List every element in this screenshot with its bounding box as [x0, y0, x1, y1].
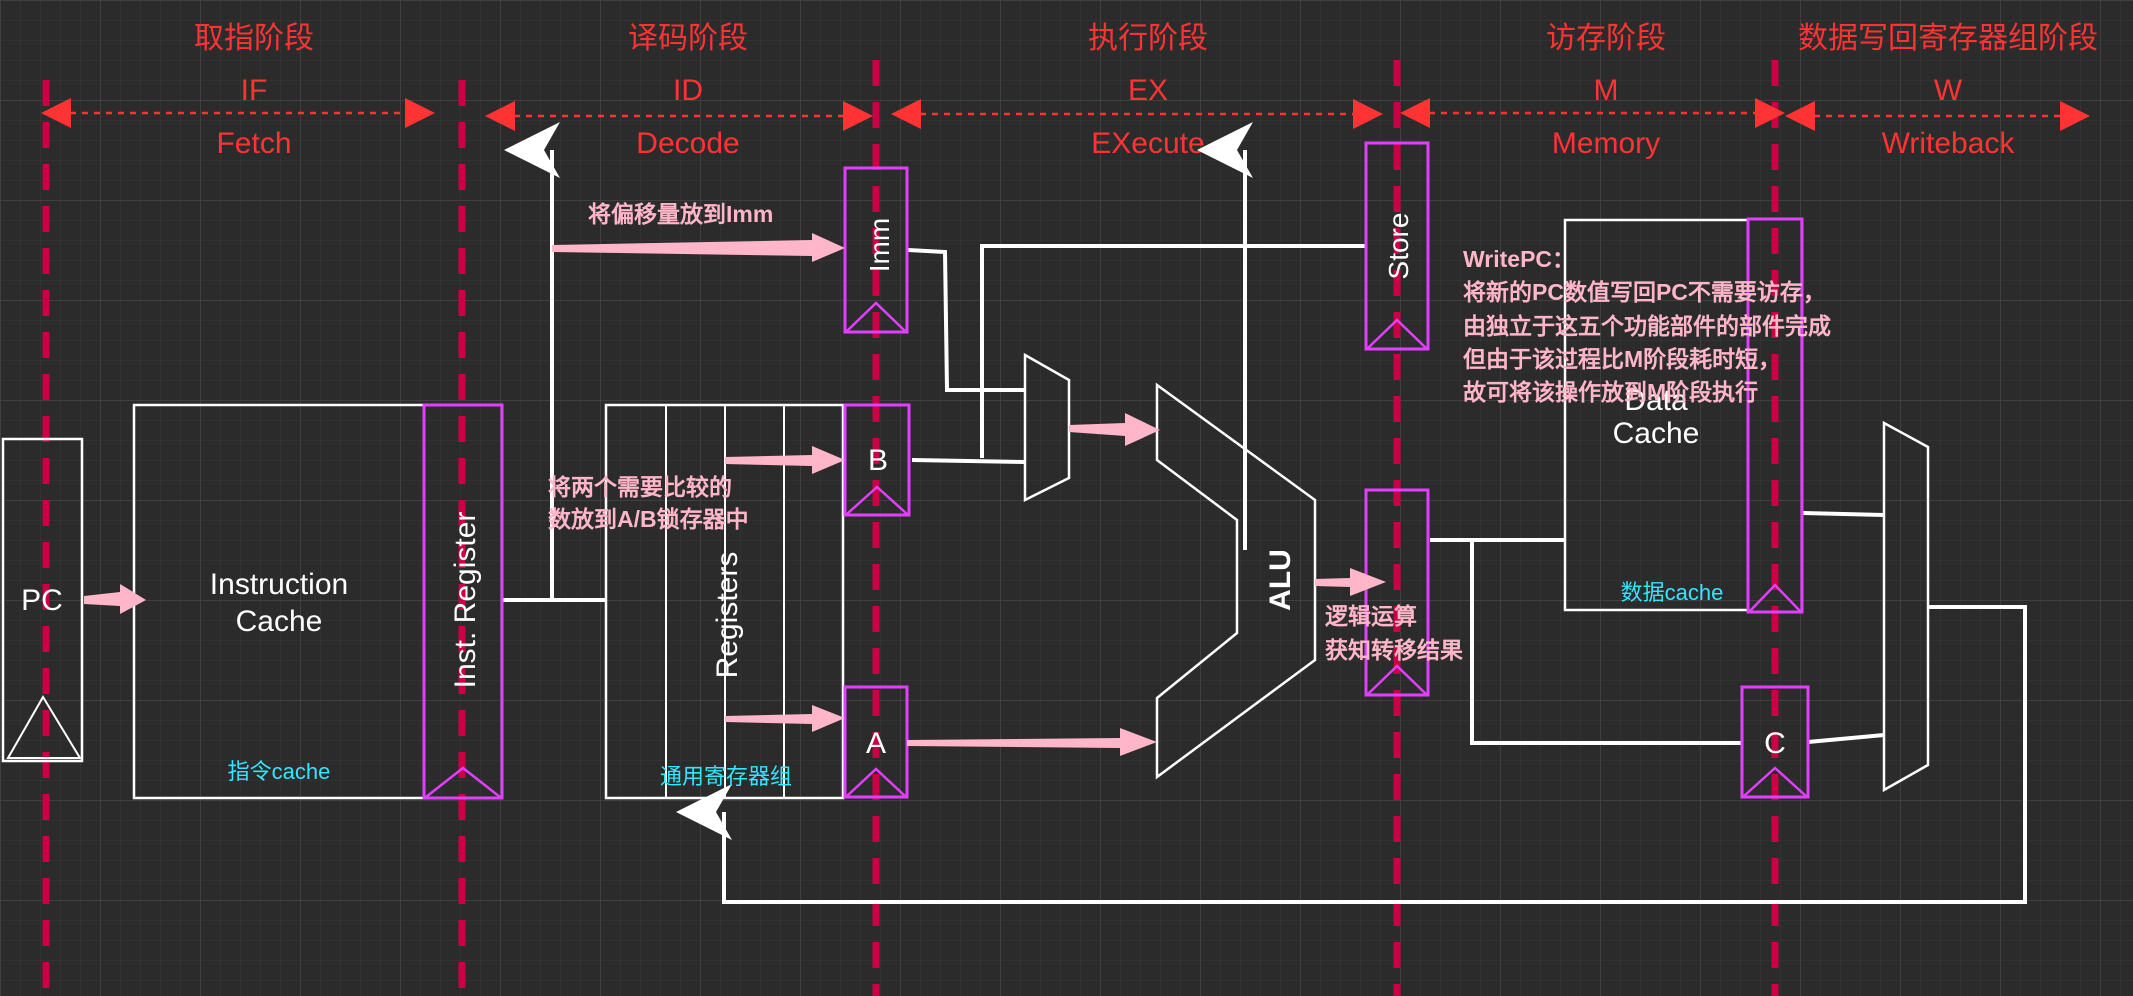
- pc-label: PC: [21, 584, 63, 617]
- icache-note: 指令cache: [228, 759, 331, 784]
- stage-if-abbr: IF: [241, 74, 268, 107]
- icache-label-line1: Instruction: [210, 568, 348, 601]
- stage-w-cn: 数据写回寄存器组阶段: [1798, 22, 2098, 55]
- flow-arrows: [84, 233, 1386, 756]
- stage-m-abbr: M: [1594, 74, 1619, 107]
- dcache-note: 数据cache: [1621, 580, 1724, 605]
- ir-label: Inst. Register: [449, 512, 482, 689]
- stage-span-arrows: [41, 98, 2090, 131]
- wire-latch-to-c: [1470, 540, 1742, 745]
- stage-labels: 取指阶段 IF Fetch 译码阶段 ID Decode 执行阶段 EX EXe…: [194, 22, 2098, 160]
- wire-dcache-to-wbmux: [1802, 511, 1885, 517]
- data-cache: Data Cache 数据cache: [1563, 218, 1750, 612]
- arrow-to-imm: [552, 233, 845, 262]
- writepc-line1: WritePC：: [1463, 246, 1575, 272]
- stage-w-abbr: W: [1934, 74, 1963, 107]
- ir-clock-triangle: [425, 766, 501, 798]
- arrow-to-a: [725, 705, 845, 732]
- icache-label-line2: Cache: [236, 605, 323, 638]
- wire-store-to-mux: [980, 244, 1366, 458]
- wire-c-to-wbmux: [1807, 733, 1885, 744]
- alu-label: ALU: [1264, 549, 1297, 611]
- registers-note: 通用寄存器组: [660, 764, 792, 789]
- alu-note-line2: 获知转移结果: [1325, 637, 1463, 663]
- stage-m-cn: 访存阶段: [1546, 22, 1666, 55]
- arrow-to-b: [725, 446, 845, 474]
- dcache-label-line2: Cache: [1613, 417, 1700, 450]
- stage-ex-en: EXecute: [1091, 127, 1204, 160]
- imm-label: Imm: [864, 218, 895, 272]
- alu: ALU: [1155, 382, 1317, 780]
- wire-b-to-mux: [911, 458, 1026, 464]
- writepc-line2: 将新的PC数值写回PC不需要访存，: [1463, 279, 1826, 305]
- stage-id-en: Decode: [636, 127, 739, 160]
- imm-note: 将偏移量放到Imm: [588, 201, 773, 227]
- imm-latch: Imm: [843, 166, 909, 334]
- m-w-latch: [1746, 217, 1804, 614]
- dcache-label-line1: Data: [1624, 384, 1688, 417]
- stage-ex-abbr: EX: [1128, 74, 1168, 107]
- datapath-wires: [502, 122, 2027, 904]
- stage-m-en: Memory: [1552, 127, 1660, 160]
- wire-writeback: [676, 605, 2027, 904]
- stage-ex-cn: 执行阶段: [1088, 22, 1208, 55]
- stage-dividers: [42, 60, 1779, 996]
- store-label: Store: [1383, 213, 1414, 280]
- stage-w-en: Writeback: [1882, 127, 2016, 160]
- c-latch: C: [1740, 685, 1810, 799]
- stage-if-cn: 取指阶段: [194, 22, 314, 55]
- store-latch: Store: [1364, 141, 1430, 351]
- pc-register: PC: [1, 437, 84, 763]
- instruction-register: Inst. Register: [422, 403, 504, 800]
- register-file: Registers 通用寄存器组: [604, 403, 845, 800]
- writepc-line5: 故可将该操作放到M阶段执行: [1463, 379, 1758, 405]
- ab-note-line2: 数放到A/B锁存器中: [548, 506, 749, 532]
- a-label: A: [866, 727, 886, 760]
- writepc-line3: 由独立于这五个功能部件的部件完成: [1463, 313, 1831, 339]
- ex-mux: [1023, 352, 1071, 503]
- registers-label: Registers: [711, 552, 744, 679]
- ex-m-latch: [1364, 488, 1430, 697]
- ab-note-line1: 将两个需要比较的: [548, 474, 732, 500]
- wire-imm-to-mux: [907, 248, 1025, 392]
- arrow-alu-to-latch: [1315, 568, 1386, 596]
- alu-note-line1: 逻辑运算: [1325, 603, 1417, 629]
- pc-clock-triangle: [6, 695, 82, 759]
- stage-id-cn: 译码阶段: [628, 22, 748, 55]
- arrow-pc-to-icache: [84, 584, 146, 614]
- arrow-mux-to-alu: [1069, 413, 1160, 446]
- c-label: C: [1764, 727, 1786, 760]
- annotations: 将偏移量放到Imm 将两个需要比较的 数放到A/B锁存器中 逻辑运算 获知转移结…: [548, 201, 1831, 663]
- writeback-mux: [1882, 420, 1930, 793]
- b-label: B: [868, 444, 888, 477]
- stage-id-abbr: ID: [673, 74, 703, 107]
- writepc-line4: 但由于该过程比M阶段耗时短，: [1463, 346, 1781, 372]
- stage-if-en: Fetch: [216, 127, 291, 160]
- arrow-a-to-alu: [907, 728, 1157, 756]
